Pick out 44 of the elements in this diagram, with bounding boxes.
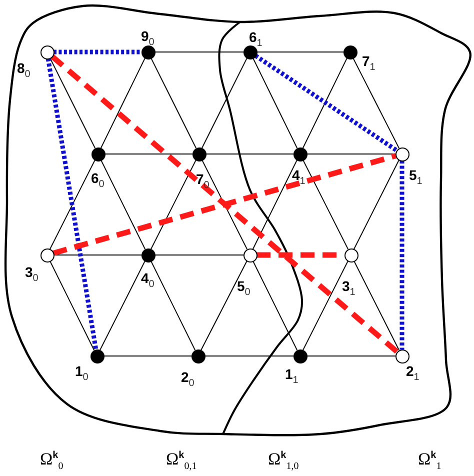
mesh-edge bbox=[201, 159, 248, 250]
mesh-edge bbox=[150, 57, 197, 149]
node-label: 1$_{0}$ bbox=[75, 363, 88, 385]
mesh-edge bbox=[353, 260, 400, 351]
mesh-edge bbox=[252, 260, 298, 351]
mesh-edge bbox=[99, 260, 146, 351]
dashed-line bbox=[50, 54, 399, 354]
mesh-edge bbox=[201, 57, 248, 149]
node-label: 2$_{1}$ bbox=[406, 363, 420, 385]
node-label: 4$_{1}$ bbox=[292, 167, 306, 189]
mesh-edge bbox=[252, 159, 298, 250]
dotted-line bbox=[46, 58, 98, 350]
mesh-edge bbox=[49, 159, 96, 250]
node-label: 1$_{1}$ bbox=[285, 366, 298, 388]
node-label: 3$_{1}$ bbox=[342, 278, 356, 300]
node-label: 7$_{1}$ bbox=[362, 53, 376, 75]
node-label: 5$_{1}$ bbox=[409, 167, 422, 189]
node-label: 2$_{0}$ bbox=[181, 369, 194, 391]
mesh-edge bbox=[353, 159, 400, 250]
mesh-edge bbox=[352, 57, 400, 149]
mesh-edge bbox=[53, 254, 142, 256]
node-label: 5$_{0}$ bbox=[237, 278, 250, 300]
node-label: 6$_{1}$ bbox=[249, 29, 262, 51]
mesh-edge bbox=[49, 57, 96, 149]
mesh-edge bbox=[150, 159, 197, 250]
node-label: 8$_{0}$ bbox=[17, 60, 30, 82]
dashed-line bbox=[52, 153, 396, 256]
mesh-edge bbox=[302, 159, 349, 250]
mesh-edge bbox=[302, 260, 349, 351]
mesh-edge bbox=[252, 57, 298, 149]
mesh-edge bbox=[154, 254, 244, 256]
mesh-edge bbox=[100, 159, 146, 250]
mesh-edge bbox=[302, 57, 348, 149]
dotted-line bbox=[254, 54, 398, 152]
mesh-edge bbox=[150, 260, 196, 351]
node-label: 9$_{0}$ bbox=[141, 28, 154, 50]
dotted-line bbox=[54, 50, 142, 54]
node-label: 3$_{0}$ bbox=[25, 264, 38, 286]
mesh-edge bbox=[100, 57, 146, 149]
dotted-line bbox=[400, 160, 404, 350]
node-label: 4$_{0}$ bbox=[141, 270, 154, 292]
mesh-edge bbox=[49, 260, 95, 351]
mesh-edge bbox=[200, 260, 248, 351]
node-label: 6$_{0}$ bbox=[91, 170, 104, 192]
